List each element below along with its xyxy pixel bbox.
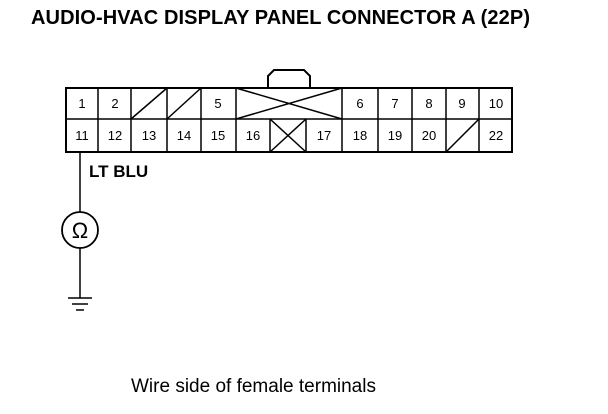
empty-cavity-marks (130, 87, 480, 153)
blocked-area-top (235, 87, 343, 120)
terminal-label: 9 (458, 96, 465, 111)
empty-cavity-21 (445, 118, 480, 153)
connector-latch (267, 69, 311, 88)
terminal-label: 14 (177, 128, 191, 143)
empty-cavity-3 (130, 87, 168, 120)
terminal-label: 13 (142, 128, 156, 143)
bottom-row-dividers (97, 119, 480, 152)
terminal-label: 16 (246, 128, 260, 143)
terminal-label: 22 (489, 128, 503, 143)
terminal-label: 8 (425, 96, 432, 111)
terminal-label: 11 (75, 128, 89, 143)
terminal-label: 5 (214, 96, 221, 111)
ground-icon (68, 297, 92, 311)
terminal-label: 1 (78, 96, 85, 111)
empty-cavity-4 (166, 87, 202, 120)
terminal-label: 15 (211, 128, 225, 143)
ohm-symbol: Ω (72, 218, 88, 243)
terminal-label: 18 (353, 128, 367, 143)
caption: Wire side of female terminals (131, 376, 376, 397)
ohmmeter-icon: Ω (61, 211, 99, 249)
connector-body (65, 87, 513, 153)
terminal-label: 20 (422, 128, 436, 143)
terminal-label: 12 (108, 128, 122, 143)
terminal-label: 2 (111, 96, 118, 111)
terminal-label: 17 (317, 128, 331, 143)
wire-color-label: LT BLU (89, 162, 148, 181)
page-title: AUDIO-HVAC DISPLAY PANEL CONNECTOR A (22… (31, 7, 531, 29)
terminal-label: 6 (356, 96, 363, 111)
terminal-label: 10 (489, 96, 503, 111)
top-row-dividers (97, 88, 480, 119)
blocked-area-bottom (269, 118, 307, 153)
terminal-label: 7 (391, 96, 398, 111)
terminal-label: 19 (388, 128, 402, 143)
